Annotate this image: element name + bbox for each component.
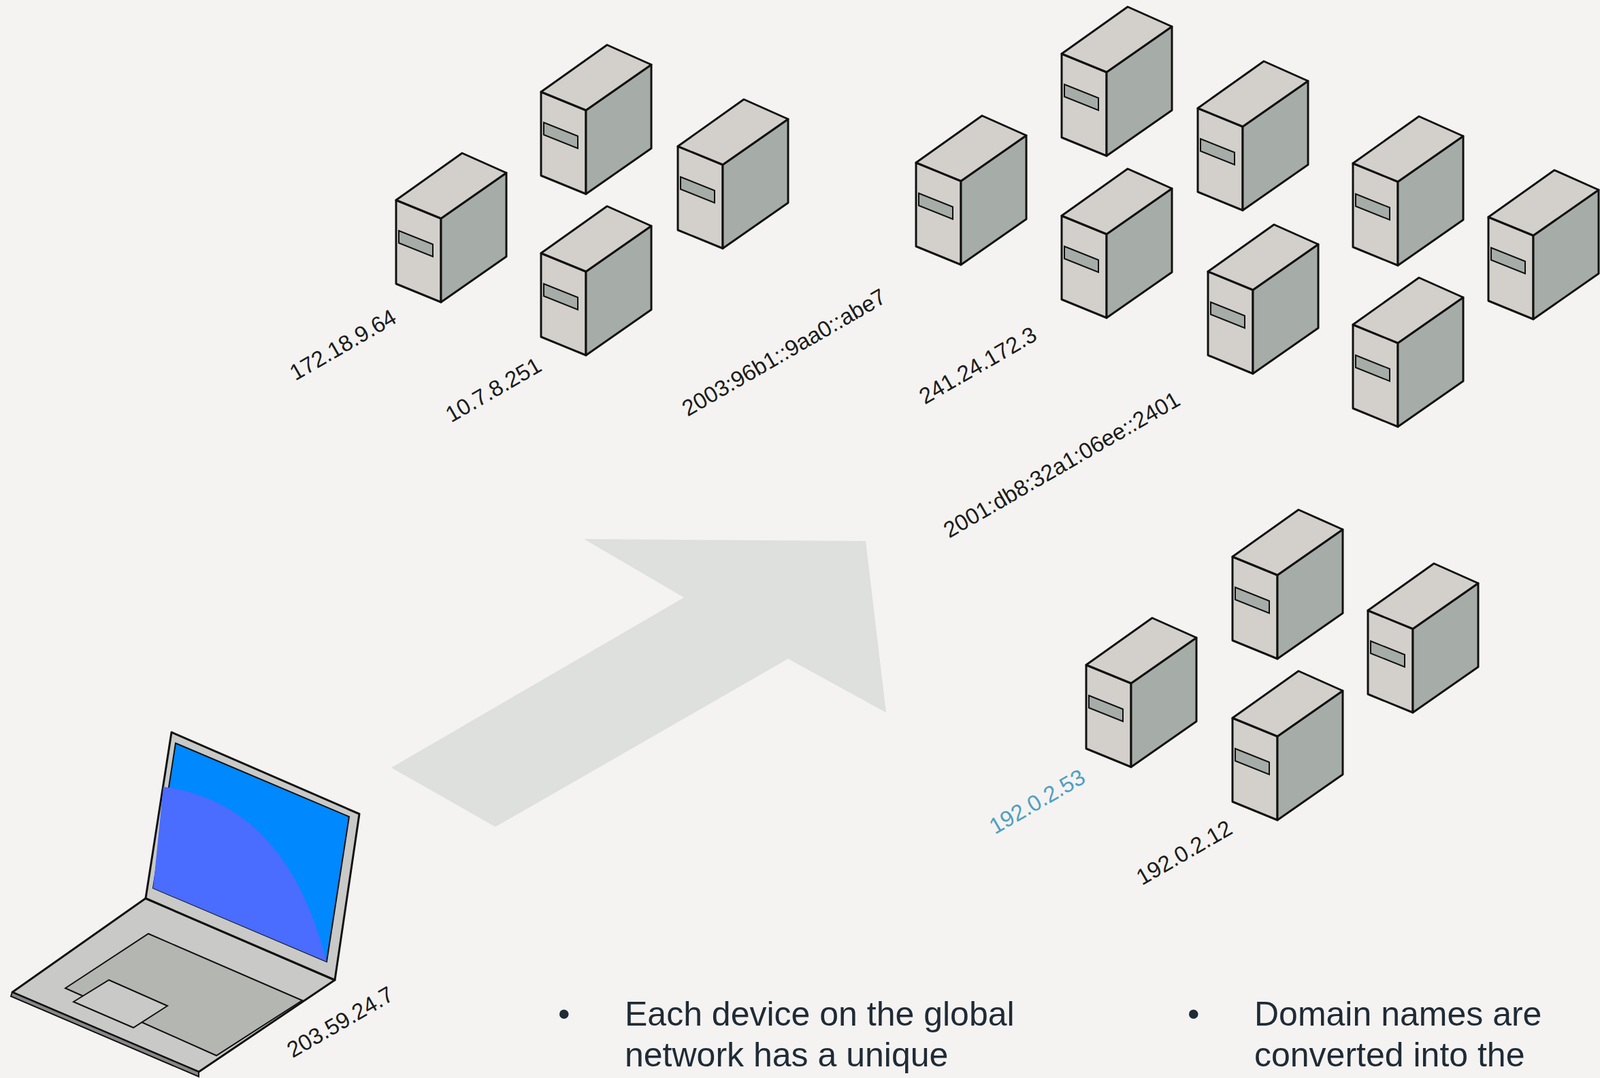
ip-address: 10.7.8.251: [441, 352, 546, 429]
bullet: •: [558, 993, 571, 1035]
bullet-text: Domain names are converted into the: [1254, 993, 1592, 1076]
bullet-text: Each device on the global network has a …: [624, 993, 1102, 1076]
ip-address: 172.18.9.64: [285, 304, 401, 386]
ip-address: 241.24.172.3: [914, 321, 1042, 410]
ip-address: 2003:96b1::9aa0::abe7: [677, 283, 891, 422]
ip-address: 192.0.2.53: [984, 764, 1090, 840]
laptop: [10, 732, 360, 1077]
ip-address: 192.0.2.12: [1131, 815, 1237, 891]
server-group: [916, 6, 1599, 427]
server-group: [396, 44, 789, 356]
ip-address: 2001:db8:32a1:06ee::2401: [939, 386, 1185, 544]
bullet: •: [1187, 993, 1200, 1035]
server-group: [1086, 509, 1479, 821]
direction-arrow: [391, 539, 887, 827]
